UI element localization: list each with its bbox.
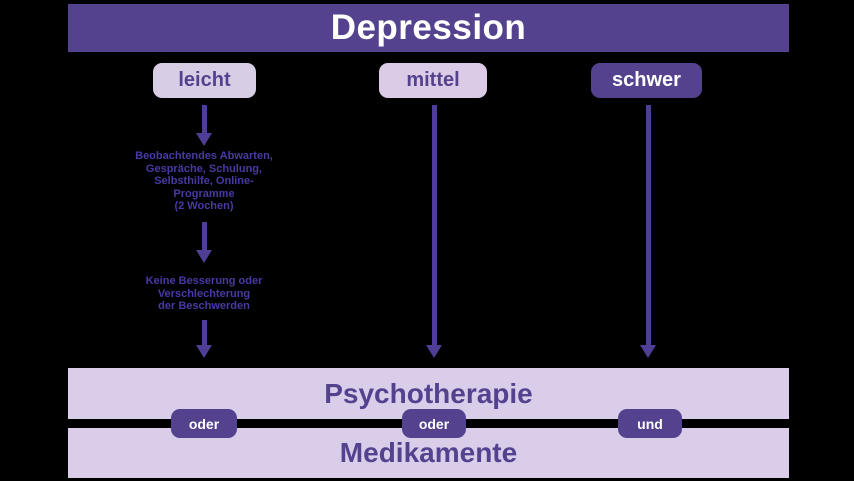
connector-pill-oder-leicht: oder: [171, 409, 237, 438]
note-no-improvement: Keine Besserung oder Verschlechterung de…: [145, 275, 263, 312]
arrow-down-icon: [196, 105, 212, 146]
connector-label: oder: [418, 415, 450, 432]
arrow-down-icon: [196, 222, 212, 263]
connector-label: und: [637, 415, 663, 432]
panel-psychotherapy-label: Psychotherapie: [324, 377, 533, 409]
severity-box-schwer: schwer: [591, 63, 702, 98]
arrow-head: [196, 345, 212, 358]
arrow-down-icon: [426, 105, 442, 358]
arrow-shaft: [201, 320, 207, 345]
panel-medication-label: Medikamente: [339, 437, 518, 468]
severity-label-schwer: schwer: [612, 69, 681, 91]
arrow-down-icon: [196, 320, 212, 358]
connector-pill-und-schwer: und: [618, 409, 682, 438]
arrow-head: [196, 133, 212, 146]
arrow-shaft: [201, 105, 207, 133]
connector-pill-oder-mittel: oder: [402, 409, 466, 438]
arrow-shaft: [645, 105, 651, 345]
severity-box-mittel: mittel: [379, 63, 487, 98]
arrow-shaft: [201, 222, 207, 250]
arrow-head: [196, 250, 212, 263]
arrow-down-icon: [640, 105, 656, 358]
severity-label-mittel: mittel: [406, 69, 460, 91]
arrow-head: [426, 345, 442, 358]
connector-label: oder: [188, 415, 220, 432]
severity-label-leicht: leicht: [178, 69, 231, 91]
header-bar: Depression: [68, 4, 789, 52]
note-watchful-waiting: Beobachtendes Abwarten, Gespräche, Schul…: [135, 150, 273, 212]
arrow-shaft: [431, 105, 437, 345]
severity-box-leicht: leicht: [153, 63, 256, 98]
arrow-head: [640, 345, 656, 358]
page-title: Depression: [330, 8, 527, 47]
